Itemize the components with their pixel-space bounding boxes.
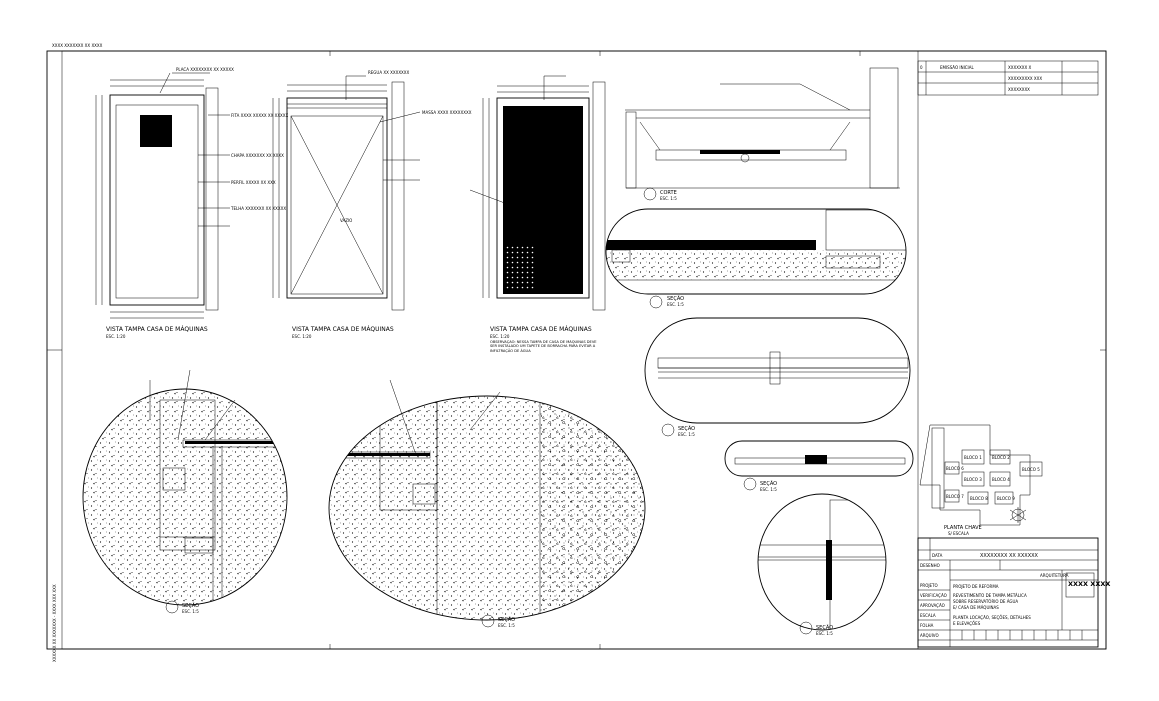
annotation-6: REGUA XX XXXXXXX bbox=[368, 70, 410, 75]
rev-row3-by: XXXXXXXX bbox=[1008, 87, 1030, 92]
title-block: DATA DESENHO PROJETO VERIFICAÇÃO APROVAÇ… bbox=[917, 537, 1110, 648]
side-note: XXXXXX XX XXXXXXX - XXXX XXX XXX bbox=[52, 584, 57, 662]
rev-row2-by: XXXXXXXXX XXX bbox=[1008, 76, 1042, 81]
key-block-3: BLOCO 3 bbox=[964, 477, 982, 482]
key-block-6: BLOCO 6 bbox=[946, 466, 964, 471]
tb-label-date: DATA bbox=[932, 553, 943, 558]
sec-d-scale: ESC. 1:5 bbox=[678, 432, 695, 437]
key-block-4: BLOCO 4 bbox=[992, 477, 1010, 482]
tb-label-drawing: DESENHO bbox=[920, 563, 940, 568]
section-top-right: CORTE ESC. 1:5 bbox=[625, 67, 900, 201]
sec-e-scale: ESC. 1:5 bbox=[760, 487, 777, 492]
tb-phase: PROJETO DE REFORMA bbox=[953, 584, 999, 589]
elev1-scale: ESC. 1:20 bbox=[106, 334, 126, 339]
elevation-1: PLACA XXXXXXXX XX XXXXX FITA XXXX XXXXX … bbox=[95, 67, 289, 339]
key-block-2: BLOCO 2 bbox=[992, 455, 1010, 460]
sec-g-label: SEÇÃO bbox=[816, 624, 833, 631]
sec-f-scale: ESC. 1:5 bbox=[498, 623, 515, 628]
annotation-2: FITA XXXX XXXXX XX XXXXX bbox=[231, 113, 289, 118]
sheet-border bbox=[46, 50, 1107, 650]
key-block-1: BLOCO 1 bbox=[964, 455, 982, 460]
elevation-2: VAZIO REGUA XX XXXXXXX MASSA XXXX XXXXXX… bbox=[272, 70, 472, 339]
key-block-5: BLOCO 5 bbox=[1022, 467, 1040, 472]
tb-desc-5: E ELEVAÇÕES bbox=[953, 621, 981, 626]
elev3-title: VISTA TAMPA CASA DE MÁQUINAS bbox=[490, 326, 592, 333]
tb-label-sheet: FOLHA bbox=[920, 623, 934, 628]
tb-label-file: ARQUIVO bbox=[920, 633, 939, 638]
section-b-ellipse: SEÇÃO ESC. 1:5 bbox=[328, 379, 646, 628]
section-a-circle: SEÇÃO ESC. 1:5 bbox=[82, 369, 288, 614]
elev3-scale: ESC. 1:20 bbox=[490, 334, 510, 339]
annotation-1: PLACA XXXXXXXX XX XXXXX bbox=[176, 67, 234, 72]
annotation-4: PERFIL XXXXX XX XXX bbox=[231, 180, 276, 185]
annotation-5: TELHA XXXXXXX XX XXXXX bbox=[230, 206, 286, 211]
title-block-tick-cells bbox=[961, 630, 1083, 640]
key-block-8: BLOCO 8 bbox=[970, 496, 988, 501]
revision-table: 0 EMISSÃO INICIAL XXXXXXX X XXXXXXXXX XX… bbox=[917, 51, 1099, 649]
tb-label-scale: ESCALA bbox=[920, 613, 936, 618]
top-note: XXXX XXXXXXX XX XXXX bbox=[52, 43, 103, 48]
elevation-3: VISTA TAMPA CASA DE MÁQUINAS ESC. 1:20 O… bbox=[469, 75, 606, 353]
key-block-9: BLOCO 9 bbox=[997, 496, 1015, 501]
key-plan-scale: S/ ESCALA bbox=[948, 531, 969, 536]
tb-label-check: VERIFICAÇÃO bbox=[920, 593, 947, 598]
elev2-title: VISTA TAMPA CASA DE MÁQUINAS bbox=[292, 326, 394, 333]
sec-b-label: SEÇÃO bbox=[182, 602, 199, 609]
sec-b-scale: ESC. 1:5 bbox=[182, 609, 199, 614]
tb-desc-2: SOBRE RESERVATÓRIO DE ÁGUA bbox=[953, 599, 1018, 604]
rev-row1-by: XXXXXXX X bbox=[1008, 65, 1031, 70]
tb-discipline: ARQUITETURA bbox=[1040, 573, 1069, 578]
sec-a-scale: ESC. 1:5 bbox=[660, 196, 677, 201]
section-e: SEÇÃO ESC. 1:5 bbox=[724, 440, 914, 492]
door-void-label: VAZIO bbox=[340, 218, 352, 223]
sec-c-scale: ESC. 1:5 bbox=[667, 302, 684, 307]
rev-row1-num: 0 bbox=[920, 65, 923, 70]
key-block-7: BLOCO 7 bbox=[946, 494, 964, 499]
sec-a-label: CORTE bbox=[660, 190, 677, 196]
section-c: SEÇÃO ESC. 1:5 bbox=[605, 208, 907, 309]
tb-sheet-code: XXXX XXXX bbox=[1068, 580, 1110, 588]
annotation-3: CHAPA XXXXXXX XX XXXX bbox=[231, 153, 284, 158]
sec-f-label: SEÇÃO bbox=[498, 616, 515, 623]
tb-label-approval: APROVAÇÃO bbox=[920, 603, 945, 608]
sec-e-label: SEÇÃO bbox=[760, 480, 777, 487]
elev2-scale: ESC. 1:20 bbox=[292, 334, 312, 339]
sec-d-label: SEÇÃO bbox=[678, 425, 695, 432]
section-d: SEÇÃO ESC. 1:5 bbox=[644, 317, 911, 437]
tb-company: XXXXXXXX XX XXXXXX bbox=[980, 553, 1039, 559]
elev1-title: VISTA TAMPA CASA DE MÁQUINAS bbox=[106, 326, 208, 333]
sec-g-scale: ESC. 1:5 bbox=[816, 631, 833, 636]
tb-desc-4: PLANTA LOCAÇÃO, SEÇÕES, DETALHES bbox=[953, 615, 1031, 620]
key-plan-title: PLANTA CHAVE bbox=[944, 525, 982, 531]
tb-desc-1: REVESTIMENTO DE TAMPA METÁLICA bbox=[953, 593, 1027, 598]
elev3-note: OBSERVAÇÃO: NESSA TAMPA DE CASA DE MÁQUI… bbox=[490, 340, 597, 353]
section-g: SEÇÃO ESC. 1:5 bbox=[757, 493, 887, 636]
tb-desc-3: E/ CASA DE MÁQUINAS bbox=[953, 605, 999, 610]
annotation-7: MASSA XXXX XXXXXXXX bbox=[422, 110, 472, 115]
tb-label-project: PROJETO bbox=[920, 583, 938, 588]
rev-row1-desc: EMISSÃO INICIAL bbox=[940, 65, 974, 70]
sec-c-label: SEÇÃO bbox=[667, 295, 684, 302]
key-plan: BLOCO 1 BLOCO 2 BLOCO 3 BLOCO 4 BLOCO 5 … bbox=[919, 424, 1043, 536]
